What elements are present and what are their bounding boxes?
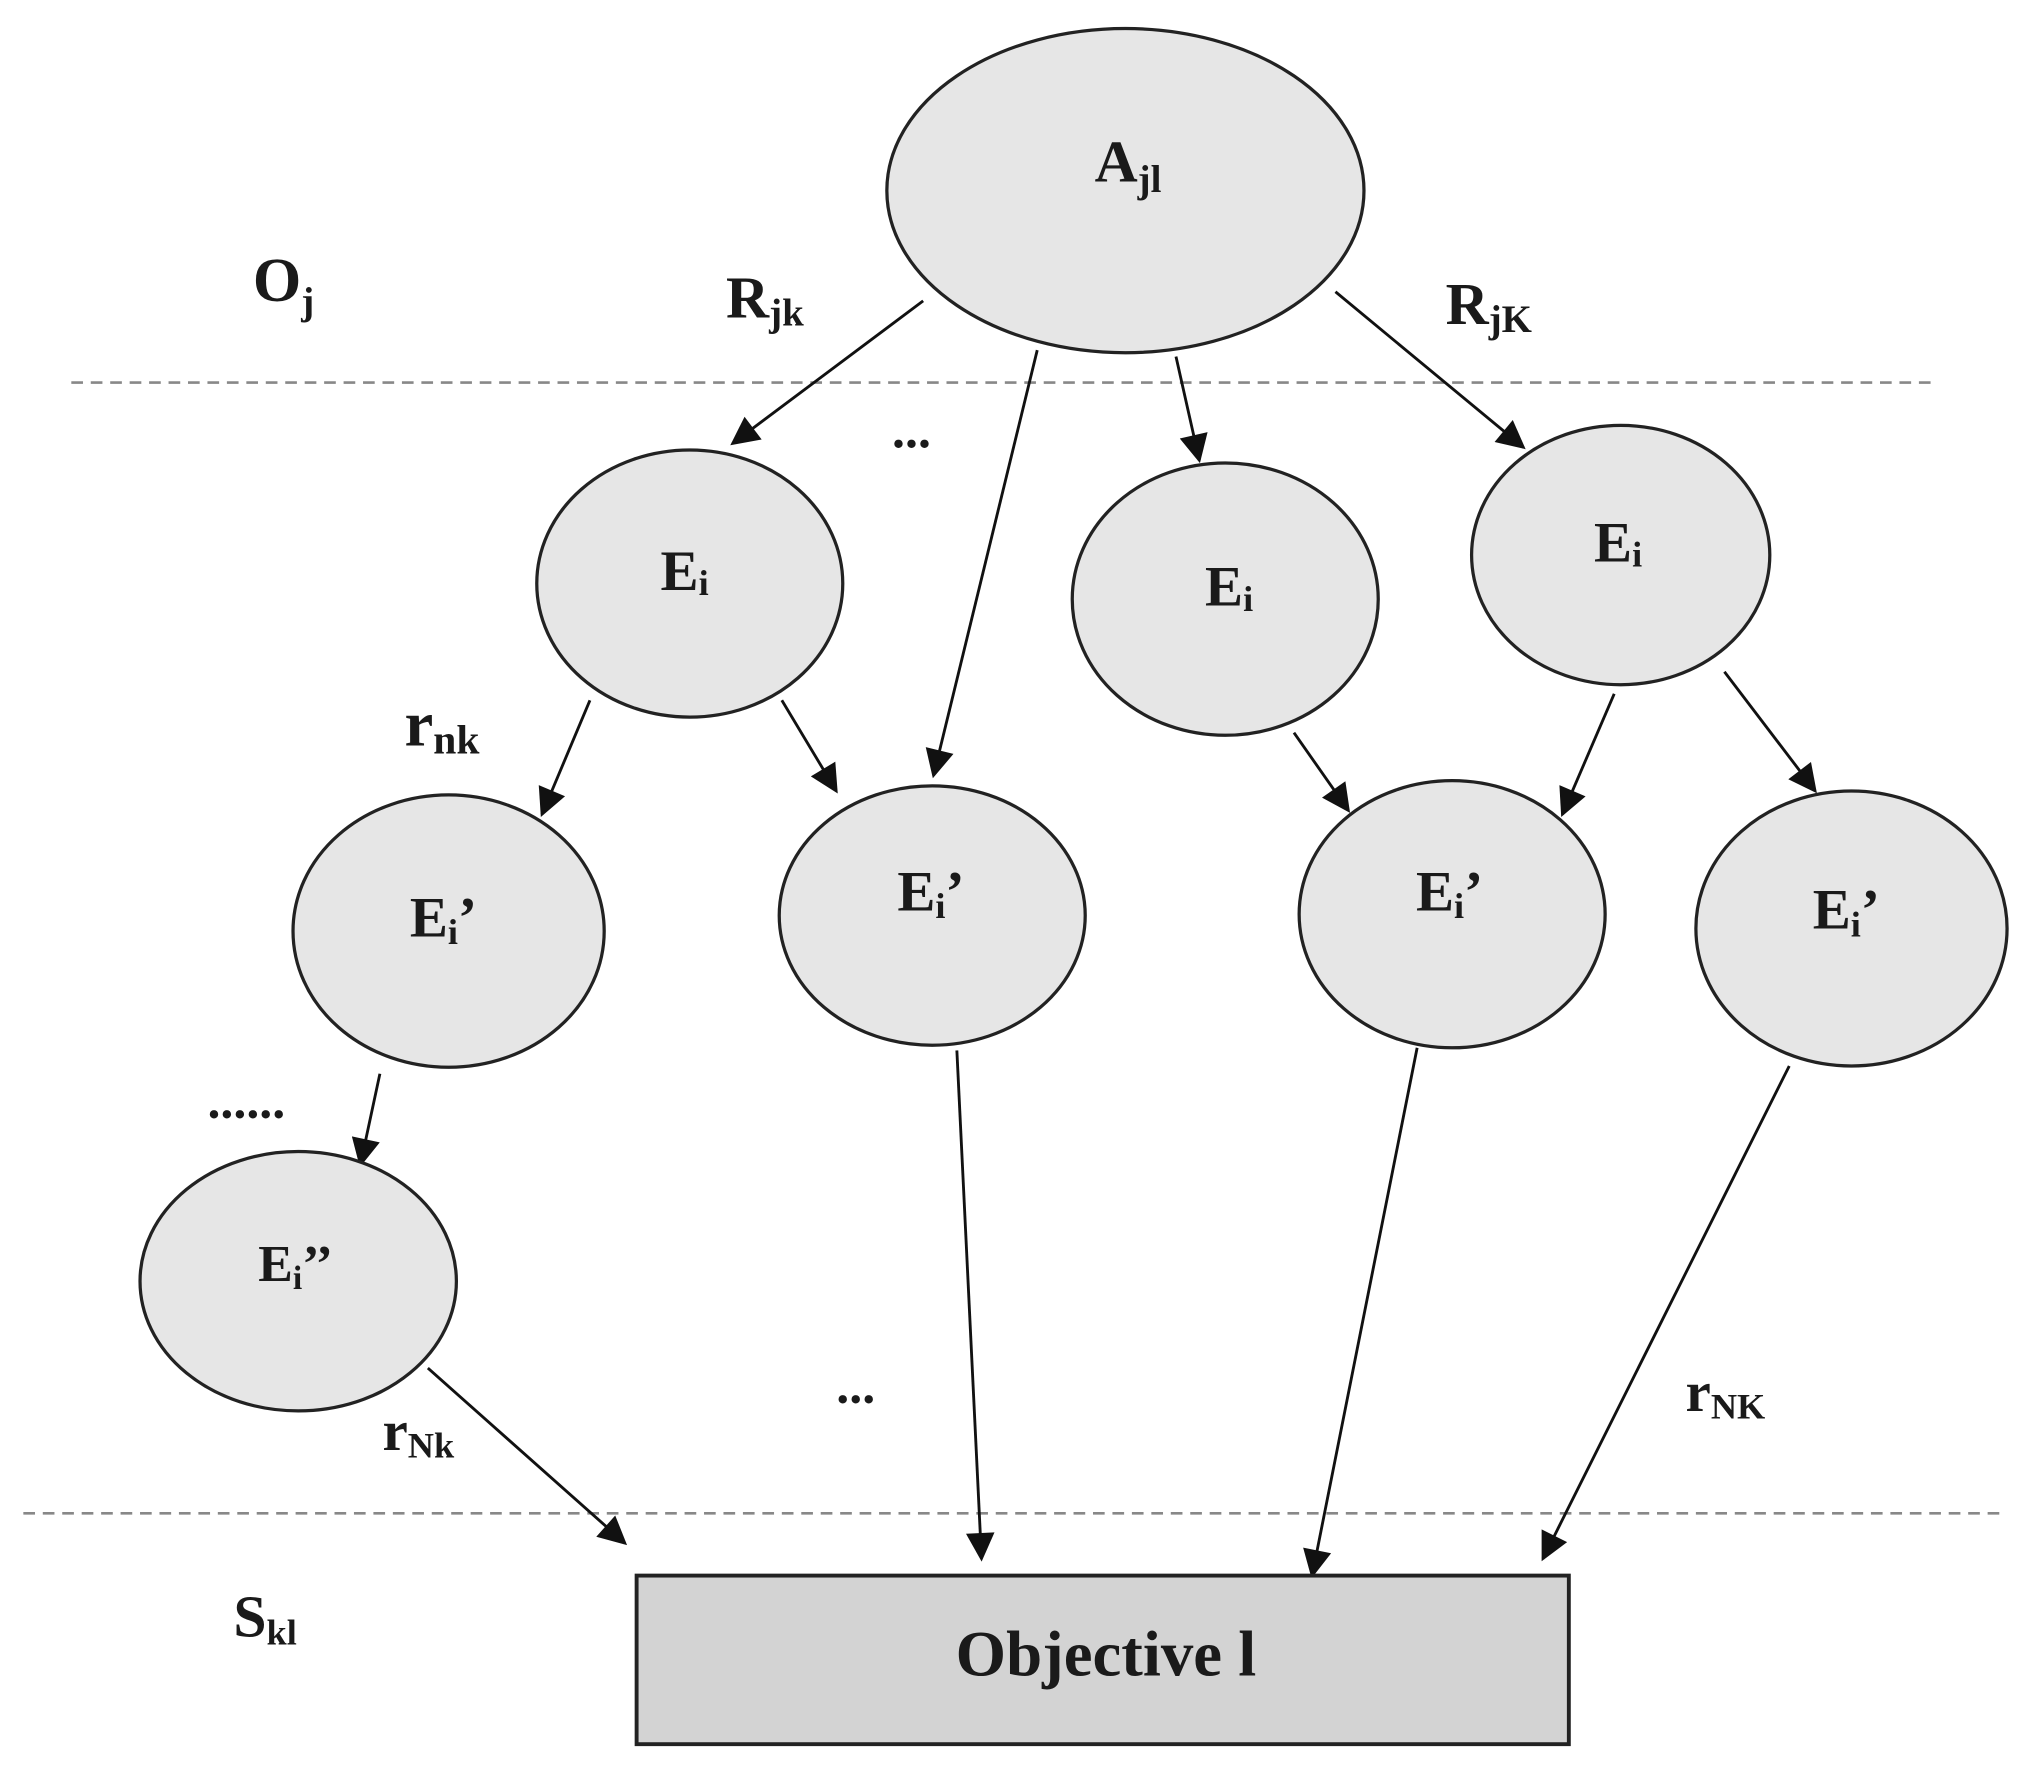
- node-e2a: Ei’: [1297, 779, 1607, 1050]
- svg-text:Ei: Ei: [1594, 512, 1642, 575]
- edge-e3-e3a: [1723, 670, 1817, 794]
- edge-label-rjK: RjK: [1446, 271, 1532, 341]
- node-e1b: Ei’: [777, 784, 1087, 1047]
- svg-text:Ei’: Ei’: [897, 860, 964, 926]
- node-e1: Ei: [535, 448, 845, 719]
- svg-text:Ajl: Ajl: [1095, 129, 1162, 201]
- node-e1a: Ei’: [291, 793, 606, 1069]
- edge-label-rNK: rNK: [1686, 1361, 1766, 1427]
- svg-text:Objective l: Objective l: [956, 1618, 1257, 1690]
- svg-text:Ei’’: Ei’’: [258, 1236, 333, 1297]
- node-e2: Ei: [1070, 461, 1380, 737]
- edges: [351, 290, 1817, 1579]
- edge-root-e1: [730, 299, 925, 446]
- layer-label-top: Oj: [253, 247, 314, 323]
- svg-text:Ei’: Ei’: [410, 886, 477, 952]
- ellipsis-bottom: ...: [836, 1358, 875, 1415]
- edge-label-rjk: Rjk: [726, 265, 804, 335]
- edge-root-e1b: [925, 349, 1039, 779]
- edge-e2-e2a: [1292, 731, 1351, 813]
- edge-root-e3: [1334, 290, 1526, 450]
- edge-root-e2: [1174, 356, 1208, 464]
- edge-e3-e2a: [1559, 693, 1616, 818]
- svg-text:Ei’: Ei’: [1416, 860, 1483, 926]
- layer-label-bottom: Skl: [233, 1584, 296, 1653]
- objective-box: Objective l: [634, 1573, 1571, 1747]
- svg-text:Ei: Ei: [1205, 556, 1253, 619]
- ellipsis-top: ...: [892, 402, 931, 459]
- node-e3a: Ei’: [1694, 789, 2009, 1068]
- edge-e1-e1a: [538, 699, 592, 818]
- edge-e3a-objective: [1541, 1065, 1791, 1562]
- edge-e1aa-objective: [426, 1367, 628, 1546]
- node-e1aa: Ei’’: [138, 1149, 459, 1413]
- edge-label-rNk: rNk: [382, 1400, 455, 1466]
- edge-e1a-e1aa: [351, 1073, 382, 1168]
- root-node: Ajl: [885, 26, 1366, 355]
- edge-e2a-objective: [1303, 1047, 1419, 1579]
- edge-e1b-objective: [955, 1050, 995, 1562]
- svg-text:Ei: Ei: [661, 540, 709, 603]
- edge-label-rnk: rnk: [405, 689, 481, 763]
- node-e3: Ei: [1469, 423, 1772, 687]
- ellipsis-left: ......: [207, 1073, 285, 1130]
- edge-e1-e1b: [780, 699, 838, 794]
- svg-text:Ei’: Ei’: [1813, 878, 1880, 944]
